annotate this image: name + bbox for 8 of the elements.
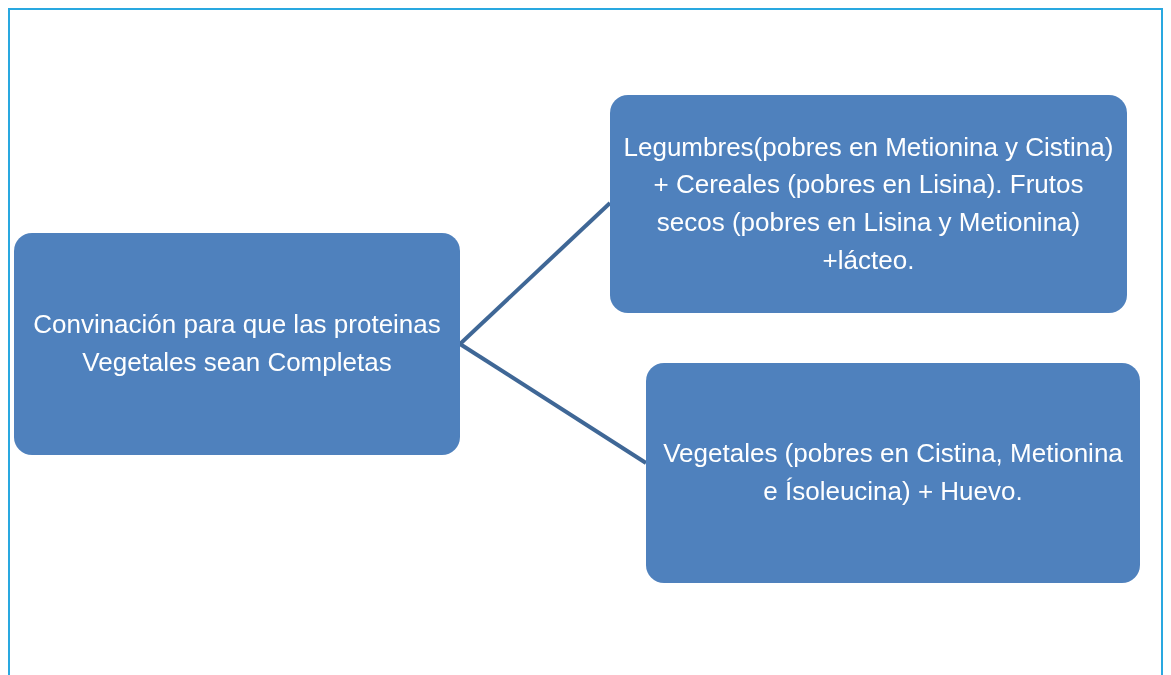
- connector-line: [458, 342, 648, 465]
- box-text: Convinación para que las proteinas Vegetales sean Completas: [32, 308, 442, 379]
- rounded-box: [14, 233, 460, 455]
- connector-line: [458, 201, 612, 346]
- box-text: Legumbres(pobres en Metionina y Cistina) + Cereales (pobres en Lisina). Frutos secos (pobres en Lisina y Metionina) +lácteo.: [622, 130, 1115, 277]
- rounded-box: [646, 363, 1140, 583]
- box-text: Vegetales (pobres en Cistina, Metionina e Ísoleucina) + Huevo.: [662, 437, 1124, 508]
- rounded-box: [610, 95, 1127, 313]
